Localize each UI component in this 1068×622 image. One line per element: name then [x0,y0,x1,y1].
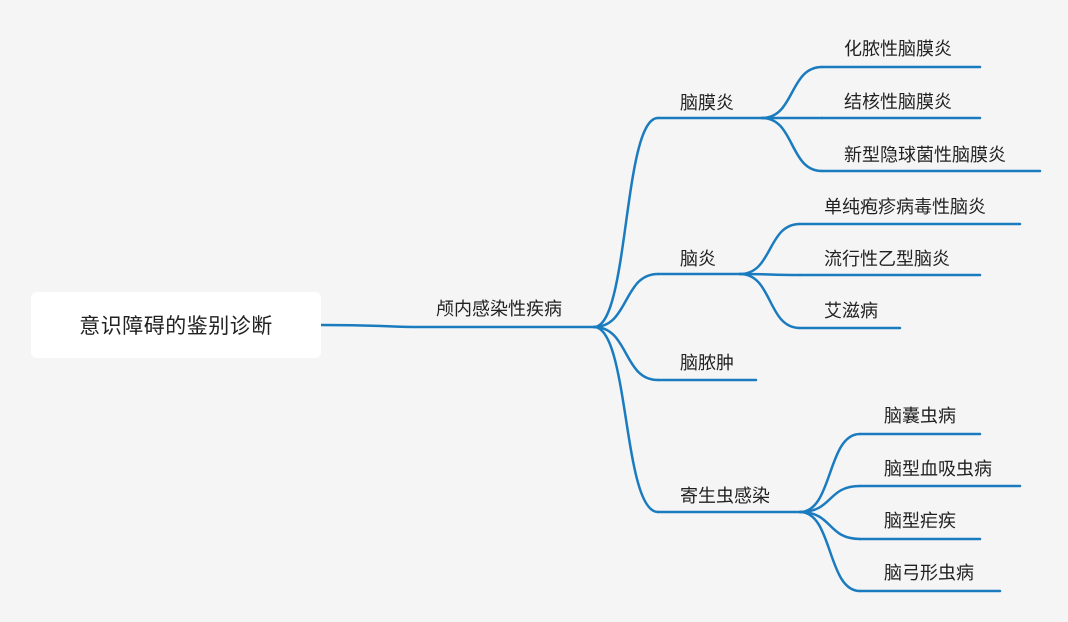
level1-node[interactable]: 颅内感染性疾病 [436,299,562,321]
leaf-node[interactable]: 单纯疱疹病毒性脑炎 [824,197,986,219]
branch-node-encephalitis[interactable]: 脑炎 [680,249,716,271]
branch-to-leaf-connector [760,65,824,120]
branch-label: 寄生虫感染 [680,486,770,507]
leaf-label: 脑型疟疾 [884,511,956,532]
branch-to-leaf-connector [798,484,862,514]
leaf-node[interactable]: 化脓性脑膜炎 [844,39,952,61]
level1-node-label: 颅内感染性疾病 [436,299,562,320]
root-to-level1-connector [319,323,596,329]
level1-to-branch-connector [592,325,660,514]
branch-to-leaf-connector [798,510,862,541]
leaf-node[interactable]: 脑型血吸虫病 [884,459,992,481]
root-node[interactable]: 意识障碍的鉴别诊断 [31,292,321,358]
leaf-label: 单纯疱疹病毒性脑炎 [824,197,986,218]
leaf-node[interactable]: 脑弓形虫病 [884,563,974,585]
leaf-label: 脑囊虫病 [884,406,956,427]
leaf-node[interactable]: 结核性脑膜炎 [844,92,952,114]
leaf-node[interactable]: 流行性乙型脑炎 [824,249,950,271]
leaf-label: 新型隐球菌性脑膜炎 [844,145,1006,166]
level1-to-branch-connector [592,325,660,382]
branch-to-leaf-connector [798,432,862,514]
branch-node-brain-abscess[interactable]: 脑脓肿 [680,353,734,375]
leaf-label: 艾滋病 [824,301,878,322]
branch-to-leaf-connector [738,272,802,330]
leaf-node[interactable]: 新型隐球菌性脑膜炎 [844,145,1006,167]
leaf-label: 脑弓形虫病 [884,563,974,584]
leaf-label: 结核性脑膜炎 [844,92,952,113]
branch-label: 脑炎 [680,249,716,270]
branch-label: 脑脓肿 [680,353,734,374]
branch-label: 脑膜炎 [680,93,734,114]
branch-to-leaf-connector [798,510,862,593]
branch-node-meningitis[interactable]: 脑膜炎 [680,93,734,115]
branch-to-leaf-connector [738,222,802,276]
leaf-node[interactable]: 脑囊虫病 [884,406,956,428]
branch-node-parasitic-infection[interactable]: 寄生虫感染 [680,486,770,508]
leaf-label: 化脓性脑膜炎 [844,39,952,60]
leaf-node[interactable]: 脑型疟疾 [884,511,956,533]
leaf-node[interactable]: 艾滋病 [824,301,878,323]
level1-to-branch-connector [592,272,660,329]
root-node-label: 意识障碍的鉴别诊断 [79,314,273,338]
leaf-label: 脑型血吸虫病 [884,459,992,480]
leaf-label: 流行性乙型脑炎 [824,249,950,270]
level1-to-branch-connector [592,116,660,329]
branch-to-leaf-connector [760,116,824,173]
